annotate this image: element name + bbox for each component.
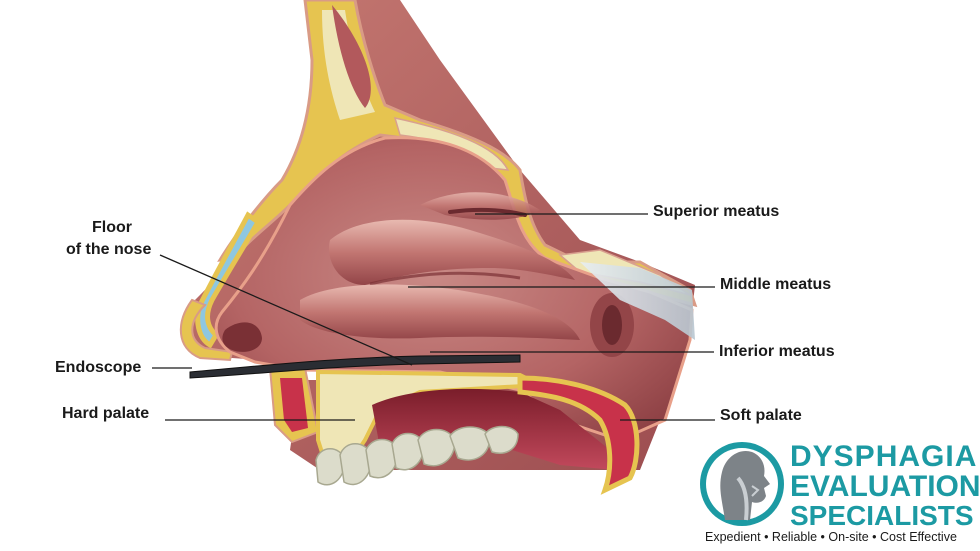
logo-line2: EVALUATION bbox=[790, 470, 980, 503]
label-floor-line2: of the nose bbox=[66, 241, 152, 258]
leader-lines bbox=[152, 213, 715, 421]
label-floor-line1: Floor bbox=[92, 219, 132, 236]
pharyngeal-fibers bbox=[580, 262, 695, 340]
label-endoscope: Endoscope bbox=[55, 359, 142, 376]
logo-line3: SPECIALISTS bbox=[790, 500, 974, 531]
head-profile-icon bbox=[700, 442, 784, 526]
soft-palate bbox=[517, 375, 640, 495]
logo-line1: DYSPHAGIA bbox=[790, 440, 978, 473]
logo-tagline: Expedient • Reliable • On-site • Cost Ef… bbox=[705, 530, 957, 544]
endoscope-tube bbox=[189, 354, 521, 379]
frontal-sinus bbox=[332, 5, 371, 108]
label-soft-palate: Soft palate bbox=[720, 407, 802, 424]
inferior-turbinate bbox=[300, 284, 580, 340]
leader-floor bbox=[159, 254, 413, 366]
label-superior-meatus: Superior meatus bbox=[653, 203, 780, 220]
label-hard-palate: Hard palate bbox=[62, 405, 150, 422]
upper-teeth bbox=[315, 425, 519, 486]
middle-turbinate bbox=[329, 219, 575, 285]
nasal-cartilage bbox=[195, 211, 262, 349]
nostril bbox=[222, 322, 262, 352]
label-middle-meatus: Middle meatus bbox=[720, 276, 832, 293]
label-inferior-meatus: Inferior meatus bbox=[719, 343, 835, 360]
nose-tip bbox=[179, 298, 234, 362]
middle-meatus-groove bbox=[369, 271, 521, 286]
